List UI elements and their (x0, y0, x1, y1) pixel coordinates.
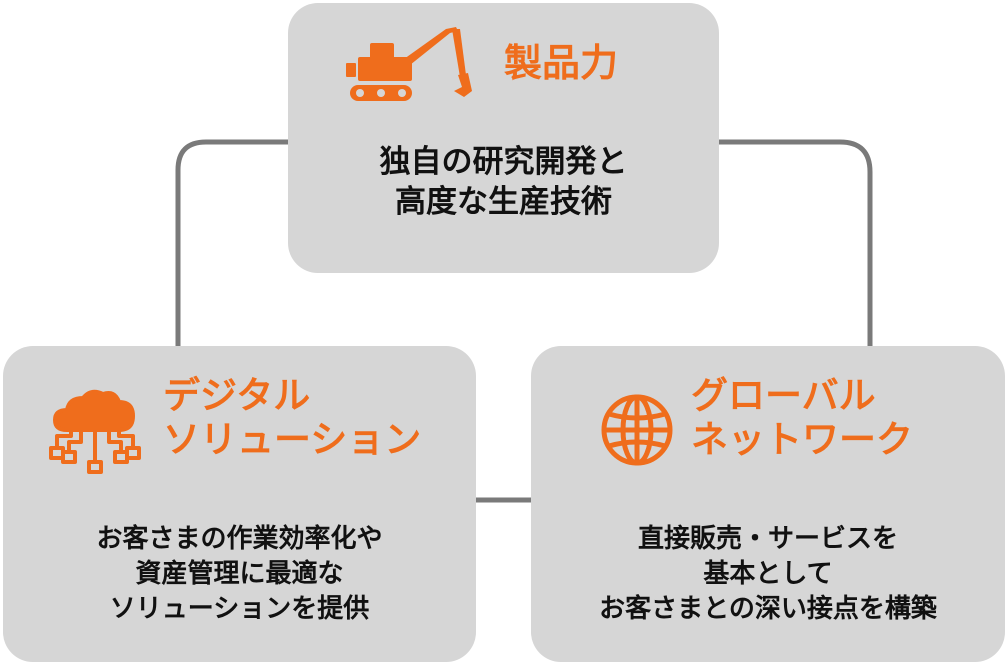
card-description: 独自の研究開発と 高度な生産技術 (379, 144, 628, 220)
connector-left (175, 139, 290, 350)
card-product-power: 製品力 独自の研究開発と 高度な生産技術 (288, 3, 719, 273)
connector-right (717, 139, 873, 350)
card-digital-solution: デジタル ソリューション お客さまの作業効率化や 資産管理に最適な ソリューショ… (3, 346, 476, 662)
card-description: お客さまの作業効率化や 資産管理に最適な ソリューションを提供 (96, 524, 383, 624)
globe-icon (601, 394, 673, 466)
card-global-network: グローバル ネットワーク 直接販売・サービスを 基本として お客さまとの深い接点… (531, 346, 1005, 662)
card-title: グローバル ネットワーク (691, 374, 913, 462)
card-description: 直接販売・サービスを 基本として お客さまとの深い接点を構築 (599, 524, 937, 624)
card-title: デジタル ソリューション (163, 374, 422, 462)
cloud-network-icon (49, 389, 141, 474)
card-title: 製品力 (504, 41, 619, 85)
excavator-icon (346, 27, 472, 101)
